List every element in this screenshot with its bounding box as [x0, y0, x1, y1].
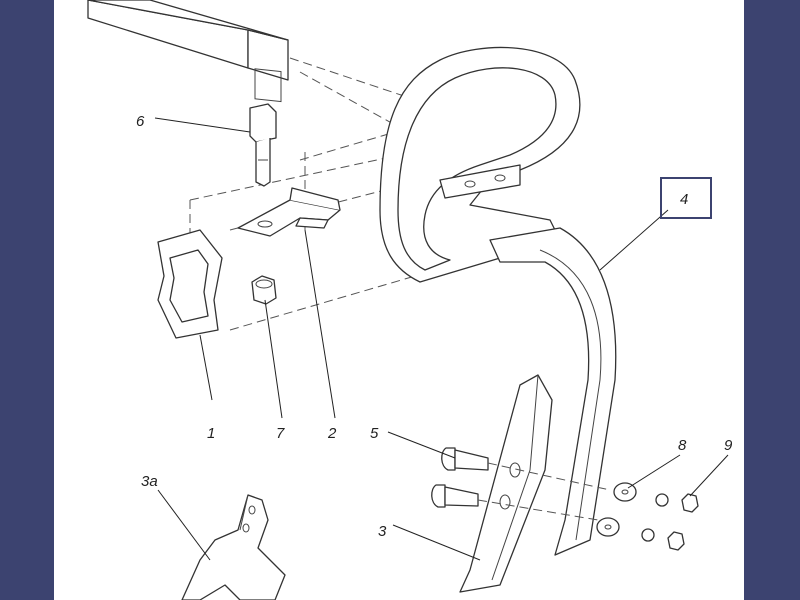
- callout-3: 3: [378, 523, 387, 540]
- callout-3a: 3а: [141, 473, 158, 490]
- leader-lines: [154, 117, 729, 561]
- washers-part-8: [596, 482, 637, 537]
- callout-1: 1: [207, 425, 215, 442]
- bracket-plate-part-2: [237, 187, 341, 237]
- bolt-part-6: [249, 103, 277, 187]
- callout-7: 7: [276, 425, 285, 442]
- share-blade-part-3: [459, 374, 553, 593]
- alt-share-part-3a: [181, 494, 286, 600]
- callout-4: 4: [680, 191, 688, 208]
- callout-6: 6: [136, 113, 145, 130]
- nut-part-7: [251, 275, 277, 305]
- carriage-bolts-part-5: [431, 447, 611, 523]
- callout-5: 5: [370, 425, 379, 442]
- square-tube-beam: [87, 0, 289, 103]
- callout-8: 8: [678, 437, 687, 454]
- callout-4-highlight-box: [660, 177, 712, 219]
- lock-washers-nuts-part-9: [641, 493, 699, 551]
- callout-2: 2: [327, 425, 337, 442]
- s-tine-spring-part-4: [379, 46, 617, 556]
- callout-9: 9: [724, 437, 733, 454]
- clamp-frame-part-1: [157, 229, 223, 339]
